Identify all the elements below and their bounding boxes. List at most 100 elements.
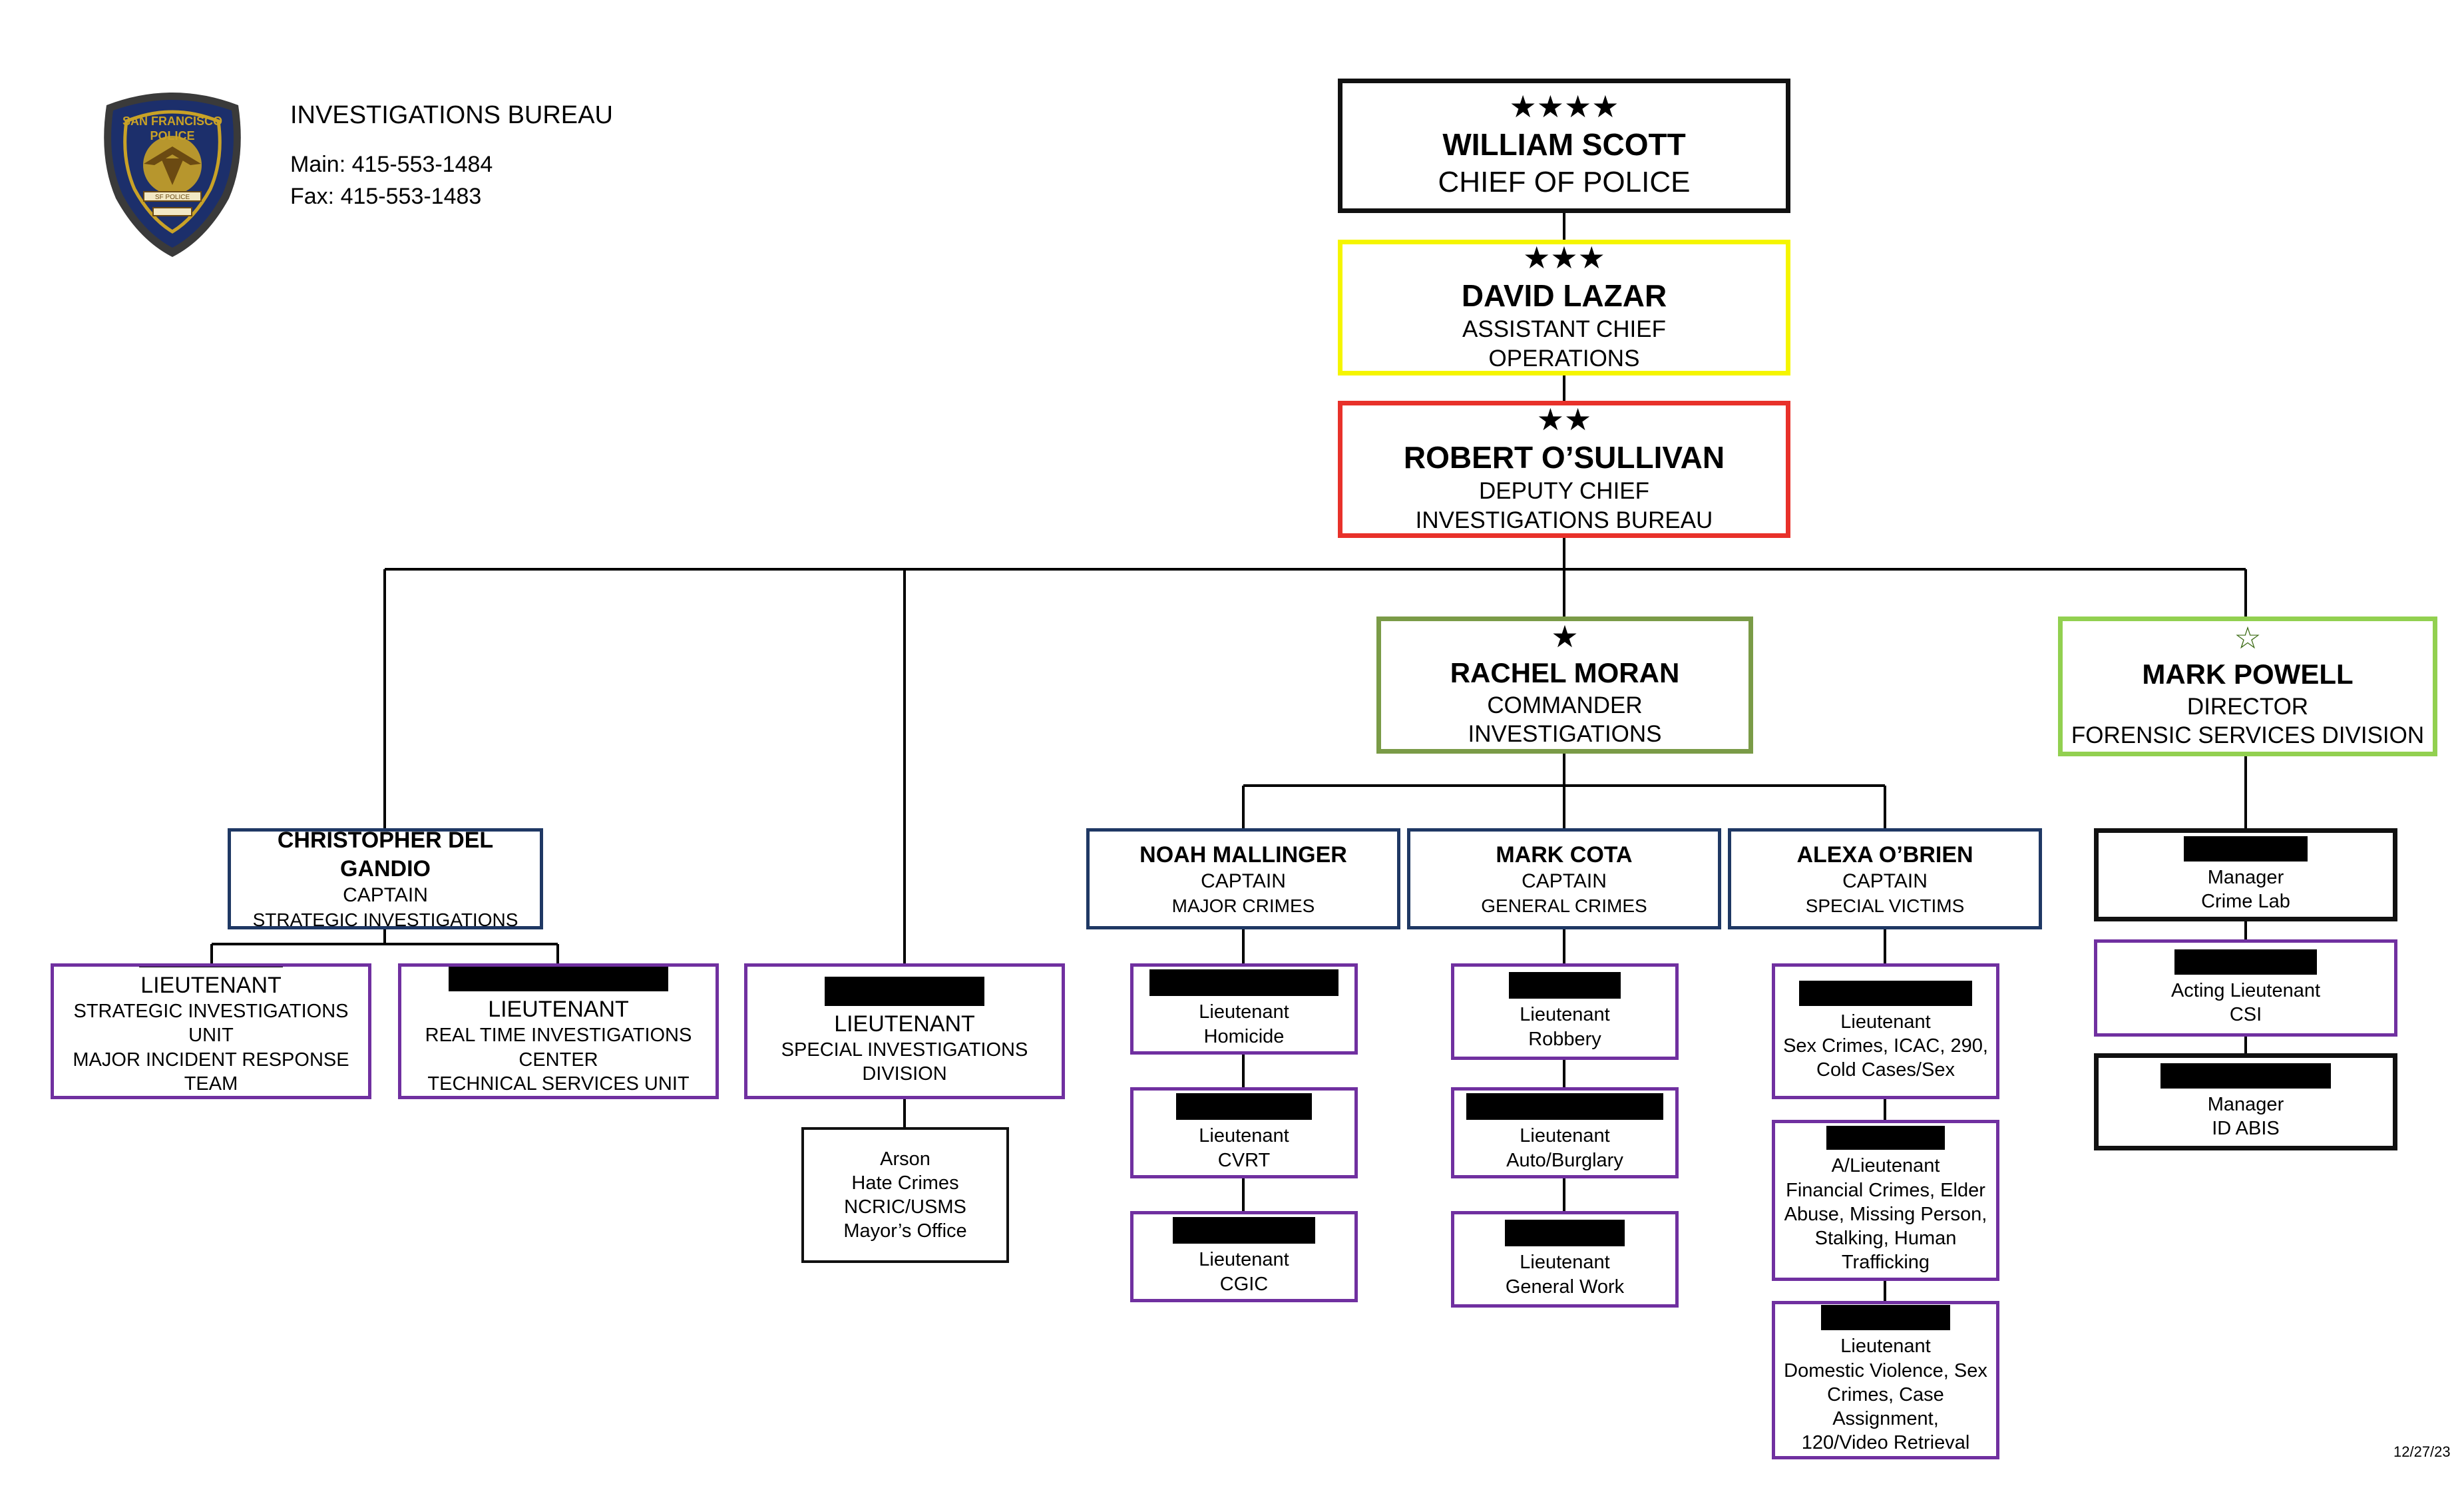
assistant-chief-name: DAVID LAZAR — [1461, 278, 1667, 313]
captain-major-crimes-box: NOAH MALLINGER CAPTAIN MAJOR CRIMES — [1086, 828, 1400, 929]
captain-strategic-name: CHRISTOPHER DEL GANDIO — [277, 828, 494, 881]
lieutenant-unit: Sex Crimes, ICAC, 290, — [1783, 1035, 1988, 1057]
chief-title: CHIEF OF POLICE — [1438, 166, 1691, 199]
fax-number: Fax: 415-553-1483 — [290, 184, 482, 209]
captain-strategic-box: CHRISTOPHER DEL GANDIO CAPTAIN STRATEGIC… — [228, 828, 543, 930]
commander-box: ★ RACHEL MORAN COMMANDER INVESTIGATIONS — [1376, 617, 1753, 754]
lieutenant-unit: MAJOR INCIDENT RESPONSE TEAM — [73, 1049, 349, 1095]
lieutenant-title: Lieutenant — [1520, 1252, 1610, 1274]
lieutenant-unit: Homicide — [1203, 1025, 1285, 1047]
director-title: DIRECTOR — [2186, 693, 2309, 720]
lieutenant-unit: Auto/Burglary — [1506, 1149, 1623, 1171]
captain-special-title: CAPTAIN — [1842, 870, 1928, 892]
lieutenant-title: Lieutenant — [1199, 1249, 1289, 1271]
lieutenant-unit: Robbery — [1528, 1028, 1601, 1050]
redacted-name — [449, 967, 668, 991]
captain-general-title: CAPTAIN — [1522, 870, 1607, 892]
lieutenant-unit: 120/Video Retrieval — [1801, 1432, 1970, 1454]
director-name: MARK POWELL — [2142, 658, 2354, 690]
date-stamp: 12/27/23 — [2393, 1443, 2451, 1460]
subunit-item: Mayor’s Office — [843, 1220, 967, 1242]
forensic-unit: ID ABIS — [2212, 1118, 2280, 1139]
captain-strategic-title: CAPTAIN — [343, 884, 428, 907]
captain-major-title: CAPTAIN — [1201, 870, 1286, 892]
lieutenant-title: Lieutenant — [1520, 1004, 1610, 1026]
redacted-name — [1509, 972, 1621, 999]
captain-special-victims-box: ALEXA O’BRIEN CAPTAIN SPECIAL VICTIMS — [1728, 828, 2042, 929]
redacted-name — [2184, 836, 2308, 862]
homicide-lieutenant-box: Lieutenant Homicide — [1130, 963, 1358, 1055]
lieutenant-title: Lieutenant — [1199, 1001, 1289, 1023]
assistant-chief-box: ★★★ DAVID LAZAR ASSISTANT CHIEF OPERATIO… — [1338, 240, 1790, 375]
financial-crimes-lieutenant-box: A/Lieutenant Financial Crimes, Elder Abu… — [1772, 1120, 1999, 1281]
director-division: FORENSIC SERVICES DIVISION — [2071, 722, 2425, 749]
lieutenant-unit: General Work — [1505, 1276, 1625, 1298]
assistant-chief-division: OPERATIONS — [1488, 345, 1640, 372]
outline-star-icon: ☆ — [2234, 620, 2262, 655]
forensic-unit: Crime Lab — [2201, 891, 2290, 912]
subunit-item: NCRIC/USMS — [844, 1196, 966, 1218]
two-star-icon: ★★ — [1536, 401, 1592, 437]
chief-of-police-box: ★★★★ WILLIAM SCOTT CHIEF OF POLICE — [1338, 79, 1790, 213]
deputy-chief-name: ROBERT O’SULLIVAN — [1403, 439, 1725, 475]
strategic-lieutenant-box: LIEUTENANT STRATEGIC INVESTIGATIONS UNIT… — [51, 963, 371, 1099]
bureau-title: INVESTIGATIONS BUREAU — [290, 101, 613, 129]
redacted-name — [2160, 1063, 2331, 1089]
redacted-name — [1821, 1305, 1950, 1331]
captain-general-name: MARK COTA — [1496, 842, 1633, 867]
lieutenant-title: Lieutenant — [1840, 1011, 1931, 1033]
commander-division: INVESTIGATIONS — [1468, 721, 1662, 748]
lieutenant-title: LIEUTENANT — [140, 972, 282, 998]
lieutenant-title: Lieutenant — [1520, 1125, 1610, 1147]
domestic-violence-lieutenant-box: Lieutenant Domestic Violence, Sex Crimes… — [1772, 1301, 1999, 1459]
forensic-title: Manager — [2207, 866, 2284, 888]
redacted-name — [1149, 969, 1338, 997]
cvrt-lieutenant-box: Lieutenant CVRT — [1130, 1087, 1358, 1178]
lieutenant-unit: Crimes, Case Assignment, — [1827, 1383, 1944, 1430]
general-work-lieutenant-box: Lieutenant General Work — [1451, 1211, 1679, 1308]
lieutenant-unit: Domestic Violence, Sex — [1784, 1360, 1987, 1381]
redacted-name — [1826, 1126, 1945, 1150]
lieutenant-unit: TECHNICAL SERVICES UNIT — [427, 1073, 690, 1095]
robbery-lieutenant-box: Lieutenant Robbery — [1451, 963, 1679, 1060]
lieutenant-unit: CVRT — [1217, 1149, 1271, 1171]
deputy-chief-bureau: INVESTIGATIONS BUREAU — [1415, 507, 1713, 533]
redacted-name — [2174, 949, 2317, 975]
auto-burglary-lieutenant-box: Lieutenant Auto/Burglary — [1451, 1087, 1679, 1178]
crime-lab-manager-box: Manager Crime Lab — [2094, 828, 2397, 921]
lieutenant-unit: Financial Crimes, Elder — [1786, 1179, 1985, 1201]
lieutenant-title: LIEUTENANT — [488, 996, 629, 1022]
lieutenant-title: A/Lieutenant — [1831, 1155, 1940, 1177]
commander-title: COMMANDER — [1487, 692, 1643, 718]
svg-text:SAN FRANCISCO: SAN FRANCISCO — [122, 115, 222, 128]
svg-text:POLICE: POLICE — [150, 129, 194, 142]
lieutenant-unit: Trafficking — [1841, 1252, 1930, 1274]
deputy-chief-title: DEPUTY CHIEF — [1478, 478, 1650, 504]
captain-major-unit: MAJOR CRIMES — [1171, 895, 1315, 916]
lieutenant-title: LIEUTENANT — [834, 1011, 975, 1037]
special-investigations-lieutenant-box: LIEUTENANT SPECIAL INVESTIGATIONS DIVISI… — [744, 963, 1065, 1099]
rtic-lieutenant-box: LIEUTENANT REAL TIME INVESTIGATIONS CENT… — [398, 963, 719, 1099]
lieutenant-title: Lieutenant — [1199, 1125, 1289, 1147]
subunit-item: Arson — [880, 1148, 930, 1170]
director-box: ☆ MARK POWELL DIRECTOR FORENSIC SERVICES… — [2058, 617, 2437, 756]
captain-general-unit: GENERAL CRIMES — [1481, 895, 1647, 916]
lieutenant-title: Lieutenant — [1840, 1336, 1931, 1358]
redacted-name — [825, 976, 984, 1006]
lieutenant-unit: Cold Cases/Sex — [1816, 1059, 1955, 1081]
svg-text:SF POLICE: SF POLICE — [155, 194, 190, 201]
sfpd-badge-logo: SAN FRANCISCO POLICE SF POLICE — [104, 93, 241, 257]
captain-special-name: ALEXA O’BRIEN — [1796, 842, 1973, 867]
chief-name: WILLIAM SCOTT — [1442, 126, 1686, 162]
lieutenant-unit: REAL TIME INVESTIGATIONS CENTER — [425, 1025, 692, 1071]
captain-general-crimes-box: MARK COTA CAPTAIN GENERAL CRIMES — [1407, 828, 1721, 929]
redacted-name — [1176, 1093, 1312, 1120]
three-star-icon: ★★★ — [1523, 240, 1605, 275]
assistant-chief-title: ASSISTANT CHIEF — [1462, 316, 1666, 342]
cgic-lieutenant-box: Lieutenant CGIC — [1130, 1211, 1358, 1302]
commander-name: RACHEL MORAN — [1450, 657, 1680, 688]
captain-special-unit: SPECIAL VICTIMS — [1805, 895, 1965, 916]
forensic-title: Manager — [2207, 1093, 2284, 1115]
lieutenant-unit: SPECIAL INVESTIGATIONS DIVISION — [781, 1039, 1028, 1085]
